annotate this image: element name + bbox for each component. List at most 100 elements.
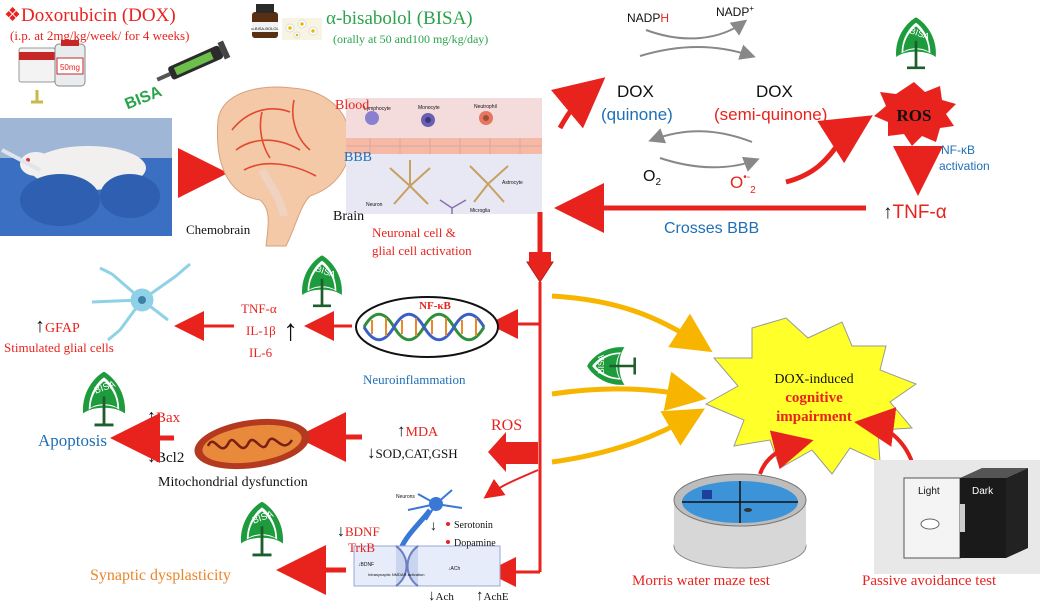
yellow-arrow-mid [551,371,707,411]
activation-line-2: glial cell activation [372,243,472,258]
neuron-label: Neuron [366,202,383,208]
crosses-bbb-label: Crosses BBB [664,220,759,237]
ache-label: ↑AchE [476,588,509,604]
nfkb-dna-label: NF-κB [419,300,451,312]
nadph-arc-return [639,44,756,60]
blood-label: Blood [335,98,369,113]
superoxide-label: O•-2 [730,172,756,196]
trunk-to-neuron-arrow [483,469,539,499]
bbb-to-dox-arrow [550,77,606,130]
dox-quinone-name: DOX [617,82,654,101]
chemobrain-label: Chemobrain [186,222,251,237]
morris-to-outcome-arrow [758,430,814,475]
syringe-label: BISA [123,83,165,113]
o2-label: O2 [643,168,661,188]
bisa-syringe: BISA [123,40,231,113]
synaptic-dysplasticity-label: Synaptic dysplasticity [90,567,231,584]
bisa-inhibitor-cytokine: BISA [300,254,344,308]
bisa-inhibitor-center: BISA [585,345,636,387]
ros-star: ROS [874,82,956,146]
tnf-label: ↑TNF-α [883,202,947,223]
microglia-shape [439,199,467,214]
bisa-header: α-bisabolol (BISA) (orally at 50 and100 … [326,8,488,46]
outcome-line-2: cognitive [785,390,843,406]
dox-title: ❖Doxorubicin (DOX) [4,5,176,26]
mito-dysfunction-label: Mitochondrial dysfunction [158,475,308,490]
nadph-arc [645,19,748,40]
up-arrow-cytokines: ↑ [283,314,298,347]
cognitive-impairment-star: DOX-induced cognitive impairment [704,317,918,475]
ach-label: ↓Ach [428,588,454,604]
cytokine-il6: IL-6 [249,345,273,360]
receptor-ach: ↓ACh [448,566,460,572]
morris-water-maze-illustration [673,473,807,569]
dox-header: ❖Doxorubicin (DOX) (i.p. at 2mg/kg/week/… [4,5,189,43]
bisa-inhibitor-label: BISA [596,354,606,374]
main-trunk [486,212,554,587]
passive-avoidance-illustration: Light Dark [874,460,1040,574]
dox-dose: (i.p. at 2mg/kg/week/ for 4 weeks) [10,28,189,43]
trkb-label: TrkB [348,540,375,555]
brain-illustration [216,86,351,247]
bdnf-label: ↓BDNF [337,523,380,540]
bisa-inhibitor-ros: BISA [894,16,938,70]
monocyte-label: Monocyte [418,105,440,111]
receptor-bdnf: ↓BDNF [358,562,374,568]
bisa-bottle-icon: α-BISA-BOLOL [251,4,279,38]
cytokine-il1b: IL-1β [246,323,276,338]
chamomile-flowers [282,18,322,40]
passive-to-outcome-arrow [854,407,914,463]
mda-label: ↑MDA [397,421,439,440]
receptor-nmdar: Intrasynaptic NMDAR activation [368,572,424,577]
stimulated-glial-label: Stimulated glial cells [4,340,114,355]
passive-label: Passive avoidance test [862,573,997,589]
serotonin-label: Serotonin [454,520,493,531]
vial-label: 50mg [60,63,80,72]
superoxide-to-ros-arrow [785,115,873,185]
outcome-line-1: DOX-induced [774,372,853,387]
neuron-small-label: Neurons [396,494,415,500]
bottle-label: α-BISA-BOLOL [251,26,279,31]
mouse-injection-photo [0,118,172,236]
cytokine-tnf: TNF-α [241,301,277,316]
neutrophil-label: Neutrophil [474,104,497,110]
mitochondria-illustration [194,418,310,470]
dox-semiquinone-form: (semi-quinone) [714,105,827,124]
lymphocyte-label: Lymphocyte [364,106,391,112]
outcome-line-3: impairment [776,409,852,425]
dopamine-label: Dopamine [454,538,496,549]
dark-label: Dark [972,486,994,497]
brain-label: Brain [333,209,364,224]
bisa-inhibitor-synaptic: BISA [239,500,285,557]
dox-semiquinone-name: DOX [756,82,793,101]
nfkb-dna-ellipse: NF-κB [355,296,499,358]
nadp-label: NADP+ [716,4,754,19]
neuroinflammation-label: Neuroinflammation [363,372,466,387]
o2-arc-return [659,156,760,172]
bbb-panel: Lymphocyte Monocyte Neutrophil Astrocyte… [346,98,542,214]
astrocyte-label: Astrocyte [502,180,523,186]
nfkb-activation-label: NF-κB [941,143,975,157]
ros-to-mda-arrow [488,432,538,472]
microglia-label: Microglia [470,208,490,214]
dox-vial: 50mg [18,40,86,87]
morris-label: Morris water maze test [632,573,771,589]
down-arrow-neuro: ↓ [430,519,437,534]
bcl2-label: ↓Bcl2 [147,446,184,466]
bisa-dose: (orally at 50 and100 mg/kg/day) [333,32,488,46]
o2-arc [648,128,753,144]
apoptosis-label: Apoptosis [38,431,107,450]
activation-label: activation [939,159,990,173]
yellow-arrow-top [551,293,713,353]
light-label: Light [918,486,940,497]
dox-quinone-form: (quinone) [601,105,673,124]
bisa-inhibitor-apoptosis: BISA [81,370,127,427]
activation-line-1: Neuronal cell & [372,225,456,240]
yellow-arrow-low [551,408,705,465]
ros-mito-label: ROS [491,417,522,434]
ros-label: ROS [897,106,932,125]
nadph-label: NADPH [627,11,669,25]
bbb-label: BBB [344,150,372,165]
astrocyte-shape [389,160,509,205]
